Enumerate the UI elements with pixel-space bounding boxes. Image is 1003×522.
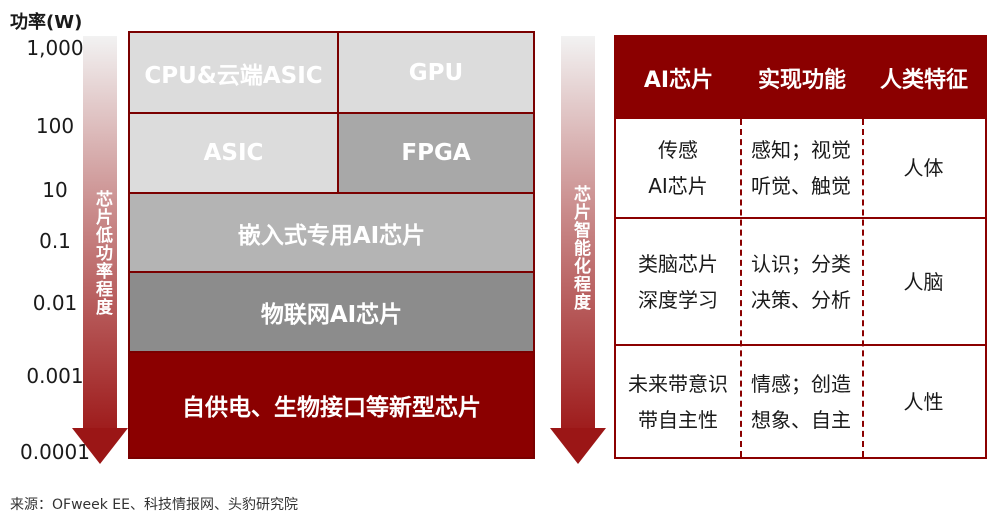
table-row-3-function: 情感；创造想象、自主 <box>740 346 862 457</box>
low-power-arrow-shaft <box>83 36 117 432</box>
y-tick-10: 10 <box>42 178 68 202</box>
table-row-2-function: 认识；分类决策、分析 <box>740 219 862 344</box>
header-human-trait: 人类特征 <box>879 68 968 93</box>
low-power-arrow-label: 芯片低功率程度 <box>92 190 112 316</box>
low-power-arrow-head <box>72 428 128 464</box>
row-3-function-line1: 情感；创造 <box>751 371 851 396</box>
row-divider <box>616 344 985 346</box>
table-header: AI芯片 实现功能 人类特征 <box>616 37 985 119</box>
block-fpga: FPGA <box>337 112 535 194</box>
table-row-1-human: 人体 <box>903 156 944 180</box>
y-tick-100: 100 <box>35 114 75 138</box>
row-divider <box>616 217 985 219</box>
row-3-chip-line2: 带自主性 <box>638 407 718 432</box>
table-row-2-human: 人脑 <box>903 269 944 294</box>
row-1-chip-line2: AI芯片 <box>648 174 708 198</box>
table-row-3-chip: 未来带意识带自主性 <box>616 346 740 457</box>
row-1-function-line2: 听觉、触觉 <box>751 174 851 198</box>
y-tick-0-01: 0.01 <box>32 291 78 315</box>
row-1-function-line1: 感知；视觉 <box>751 138 851 162</box>
y-tick-1000: 1,000 <box>26 36 84 60</box>
column-divider <box>740 119 742 457</box>
block-asic: ASIC <box>128 112 339 194</box>
y-tick-0-001: 0.001 <box>26 364 84 388</box>
header-function: 实现功能 <box>757 68 846 93</box>
row-2-function-line1: 认识；分类 <box>751 251 851 276</box>
header-ai-chip: AI芯片 <box>643 68 714 93</box>
table-row-1-chip: 传感 AI芯片 <box>616 119 740 217</box>
row-2-chip-line1: 类脑芯片 <box>638 251 718 276</box>
block-gpu: GPU <box>337 31 535 114</box>
table-row-1-function: 感知；视觉听觉、触觉 <box>740 119 862 217</box>
intelligence-arrow-shaft <box>561 36 595 432</box>
block-iot-ai: 物联网AI芯片 <box>128 271 535 353</box>
column-divider <box>862 119 864 457</box>
row-2-function-line2: 决策、分析 <box>751 287 851 312</box>
intelligence-arrow-label: 芯片智能化程度 <box>570 185 590 311</box>
y-axis-title: 功率(W) <box>10 12 83 33</box>
table-row-3-human: 人性 <box>903 389 944 414</box>
ai-chip-table: AI芯片 实现功能 人类特征 传感 AI芯片 感知；视觉听觉、触觉 人体 类脑芯片… <box>614 35 987 459</box>
intelligence-arrow-head <box>550 428 606 464</box>
row-1-chip-line1: 传感 <box>658 138 698 162</box>
source-note: 来源：OFweek EE、科技情报网、头豹研究院 <box>10 497 298 513</box>
block-new-chips: 自供电、生物接口等新型芯片 <box>128 351 535 459</box>
row-2-chip-line2: 深度学习 <box>638 287 718 312</box>
table-row-2-chip: 类脑芯片深度学习 <box>616 219 740 344</box>
block-cpu-cloud-asic: CPU&云端ASIC <box>128 31 339 114</box>
y-tick-0-1: 0.1 <box>39 229 71 253</box>
block-embedded-ai: 嵌入式专用AI芯片 <box>128 192 535 273</box>
row-3-chip-line1: 未来带意识 <box>628 371 728 396</box>
row-3-function-line2: 想象、自主 <box>751 407 851 432</box>
